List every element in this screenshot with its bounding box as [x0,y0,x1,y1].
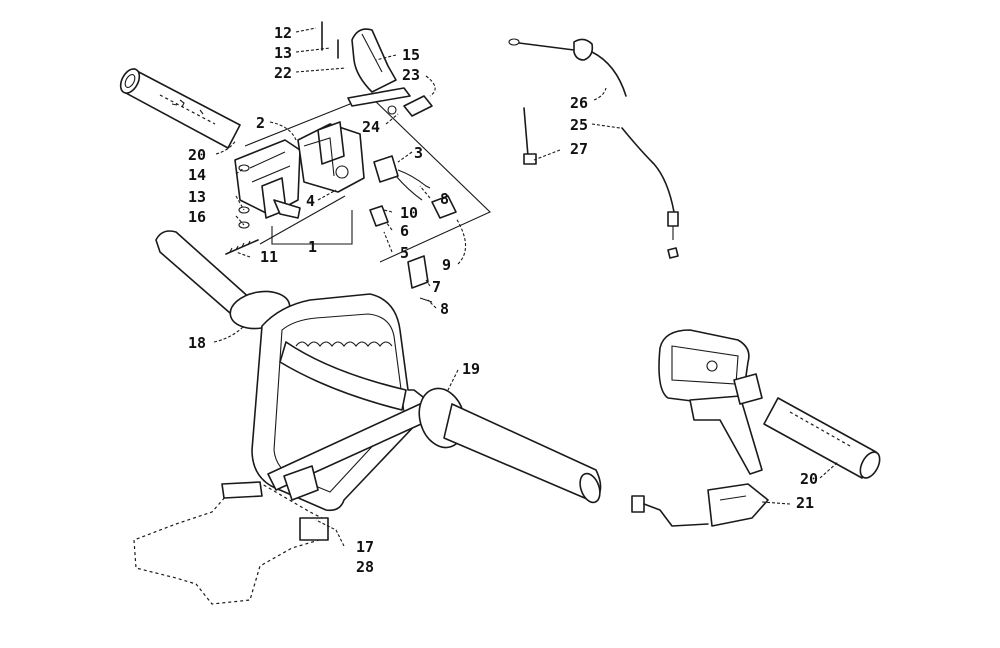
callout-6: 6 [400,222,409,240]
callout-labels: 12 13 22 15 23 24 2 20 14 13 16 11 1 4 3… [188,24,818,576]
callout-14: 14 [188,166,206,184]
callout-13-upper: 13 [274,44,292,62]
harness-drawing [631,483,769,527]
callout-8-upper: 8 [440,190,449,208]
right-grip-drawing [763,397,881,479]
callout-5: 5 [400,244,409,262]
callout-22: 22 [274,64,292,82]
pad-drawing [133,481,329,605]
callout-28: 28 [356,558,374,576]
callout-26: 26 [570,94,588,112]
callout-27: 27 [570,140,588,158]
callout-23: 23 [402,66,420,84]
handlebar-drawing [155,230,602,512]
callout-4: 4 [306,192,315,210]
callout-24: 24 [362,118,380,136]
callout-1: 1 [308,238,317,256]
callout-2: 2 [256,114,265,132]
left-grip-drawing [119,68,241,149]
cable-drawing [508,38,679,259]
callout-18: 18 [188,334,206,352]
callout-20-lower: 20 [800,470,818,488]
callout-16: 16 [188,208,206,226]
callout-20-upper: 20 [188,146,206,164]
switch-housing-drawing [225,95,491,303]
throttle-lever-drawing [321,21,433,117]
callout-13-lower: 13 [188,188,206,206]
callout-10: 10 [400,204,418,222]
callout-17: 17 [356,538,374,556]
callout-15: 15 [402,46,420,64]
callout-7: 7 [432,278,441,296]
callout-9: 9 [442,256,451,274]
leader-lines [213,27,839,547]
callout-11: 11 [260,248,278,266]
callout-25: 25 [570,116,588,134]
callout-19: 19 [462,360,480,378]
callout-3: 3 [414,144,423,162]
callout-21: 21 [796,494,814,512]
callout-12: 12 [274,24,292,42]
callout-8-lower: 8 [440,300,449,318]
brake-control-drawing [658,329,763,475]
